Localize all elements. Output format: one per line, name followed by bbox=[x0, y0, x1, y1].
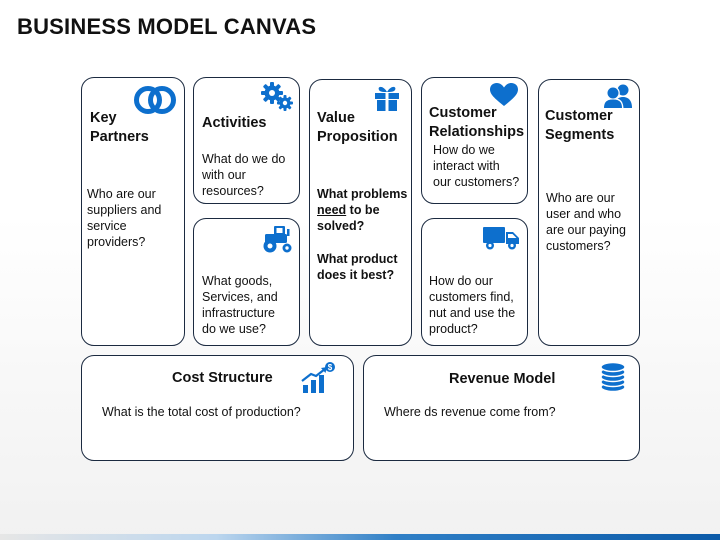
channels-text: How do our customers find, nut and use t… bbox=[429, 274, 516, 336]
activities-text: What do we do with our resources? bbox=[202, 152, 286, 198]
customer-segments-box: Customer Segments Who are our user and w… bbox=[538, 79, 640, 346]
tractor-icon bbox=[263, 226, 292, 253]
growth-chart-icon: $ bbox=[301, 362, 335, 393]
gift-icon bbox=[375, 86, 399, 111]
customer-segments-heading: Customer Segments bbox=[545, 108, 615, 143]
value-proposition-q1-start: What problems bbox=[317, 187, 408, 201]
truck-icon bbox=[483, 227, 519, 250]
linked-rings-icon bbox=[134, 86, 176, 114]
svg-text:$: $ bbox=[328, 363, 333, 372]
heart-icon bbox=[490, 83, 518, 106]
cost-structure-heading: Cost Structure bbox=[172, 370, 273, 386]
revenue-model-box: Revenue Model Where ds revenue come from… bbox=[363, 355, 640, 461]
revenue-model-heading: Revenue Model bbox=[449, 371, 556, 387]
key-partners-text: Who are our suppliers and service provid… bbox=[87, 187, 162, 249]
resources-text: What goods, Services, and infrastructure… bbox=[202, 274, 278, 336]
people-icon bbox=[602, 84, 632, 110]
channels-box: How do our customers find, nut and use t… bbox=[421, 218, 528, 346]
activities-box: Activities What do we do with our resour… bbox=[193, 77, 300, 204]
value-proposition-box: Value Proposition What problems need to … bbox=[309, 79, 412, 346]
footer-accent-bar bbox=[0, 534, 720, 540]
value-proposition-q1-end: to be solved? bbox=[317, 203, 380, 233]
value-proposition-question-2: What product does it best? bbox=[317, 252, 398, 282]
customer-relationships-box: Customer Relationships How do we interac… bbox=[421, 77, 528, 204]
value-proposition-question-1: What problems need to be solved? bbox=[317, 186, 407, 234]
value-proposition-heading: Value Proposition bbox=[317, 110, 398, 145]
value-proposition-q1-need: need bbox=[317, 203, 347, 217]
customer-segments-text: Who are our user and who are our paying … bbox=[546, 191, 626, 253]
resources-box: What goods, Services, and infrastructure… bbox=[193, 218, 300, 346]
gears-icon bbox=[261, 82, 293, 111]
cost-structure-box: Cost Structure $ What is the total cost … bbox=[81, 355, 354, 461]
key-partners-box: Key Partners Who are our suppliers and s… bbox=[81, 77, 185, 346]
page-title: BUSINESS MODEL CANVAS bbox=[17, 14, 317, 39]
coin-stack-icon bbox=[600, 361, 626, 393]
customer-relationships-text: How do we interact with our customers? bbox=[433, 143, 520, 189]
customer-relationships-heading: Customer Relationships bbox=[429, 105, 525, 140]
activities-heading: Activities bbox=[202, 115, 267, 131]
revenue-model-text: Where ds revenue come from? bbox=[384, 405, 556, 419]
cost-structure-text: What is the total cost of production? bbox=[102, 405, 301, 419]
key-partners-heading: Key Partners bbox=[90, 110, 149, 145]
